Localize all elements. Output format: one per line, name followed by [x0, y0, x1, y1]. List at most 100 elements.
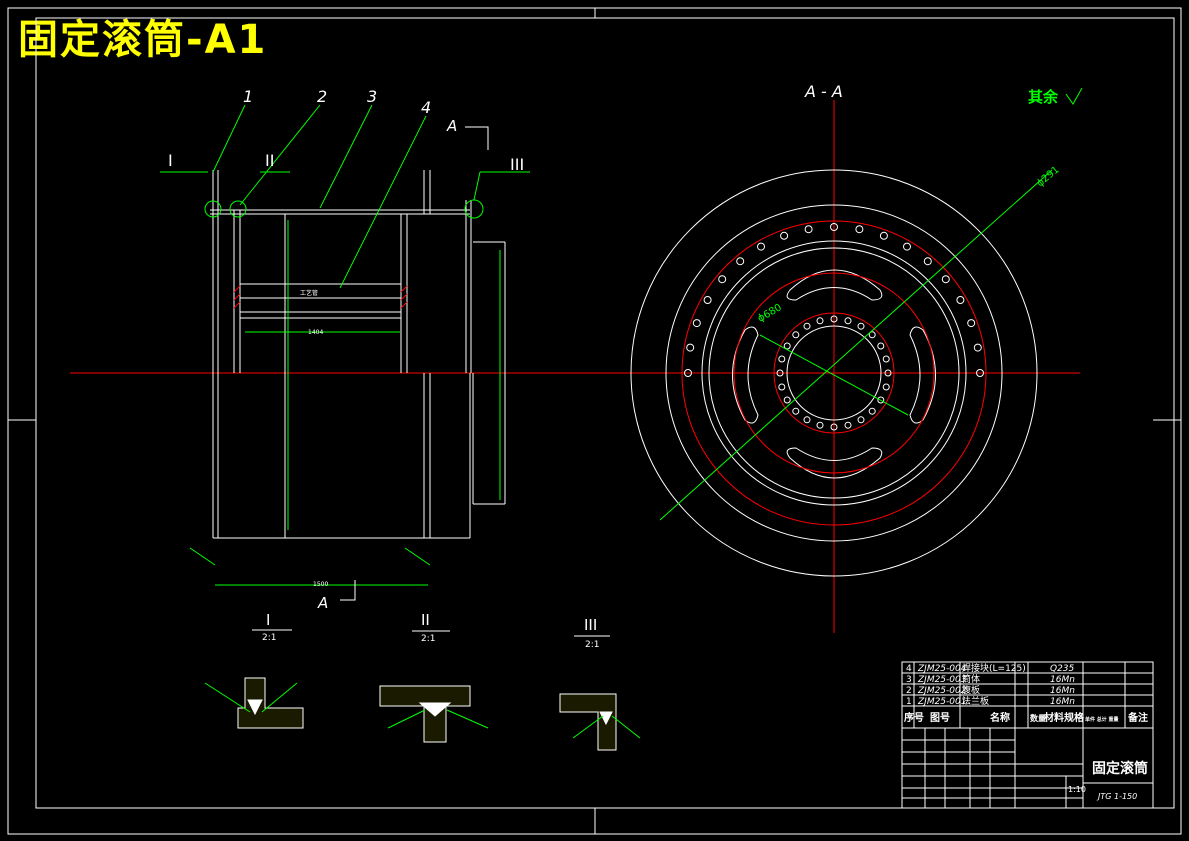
bom-row-code: ZJM25-001 — [917, 697, 966, 707]
end-view — [630, 169, 1038, 577]
bom-row-no: 3 — [906, 675, 912, 685]
bolt-hole — [703, 296, 712, 304]
bolt-hole — [830, 223, 838, 231]
dimension-lines — [189, 220, 501, 586]
bolt-holes — [684, 223, 984, 431]
detail-3-drawing — [559, 693, 617, 751]
detail-2-scale: 2:1 — [421, 634, 435, 644]
dim-1404: 1404 — [308, 329, 323, 336]
bolt-hole — [692, 319, 701, 328]
bolt-hole — [956, 296, 965, 304]
detail-2-drawing — [379, 685, 471, 743]
bom-row-no: 4 — [906, 664, 912, 674]
detail-markers — [204, 199, 484, 219]
bolt-hole — [903, 242, 911, 251]
bolt-hole — [868, 331, 876, 339]
detail-3-scale: 2:1 — [585, 640, 599, 650]
detail-callouts: I II III — [168, 151, 524, 174]
bolt-hole — [967, 319, 976, 328]
detail-callout-1: I — [168, 151, 173, 170]
detail-1-id: I — [266, 611, 270, 629]
bolt-hole — [884, 369, 892, 377]
bom-row-code: ZJM25-004 — [917, 664, 967, 674]
bolt-hole — [736, 257, 745, 266]
bolt-hole — [857, 416, 865, 424]
bolt-hole — [882, 355, 890, 363]
detail-1-drawing — [237, 677, 304, 729]
dim-291: ϕ291 — [1035, 164, 1062, 189]
bolt-hole — [882, 383, 890, 391]
detail-leaders — [204, 682, 641, 739]
bolt-hole — [941, 275, 950, 284]
bom-row-material: 16Mn — [1050, 686, 1075, 696]
part-leaders — [160, 104, 530, 289]
bom-row-name: 腹板 — [962, 684, 980, 696]
bom-headers: 序号 图号 名称 数量 材料规格 单件 总计 重量 备注 — [904, 711, 1148, 724]
bolt-hole — [804, 225, 813, 234]
bolt-hole — [776, 369, 784, 377]
section-mark-bottom: A — [317, 594, 328, 612]
title-block — [901, 661, 1154, 809]
bom-row-code: ZJM25-003 — [917, 675, 967, 685]
bolt-hole — [803, 416, 811, 424]
detail-1-scale: 2:1 — [262, 633, 276, 643]
bolt-hole — [976, 369, 984, 377]
bolt-hole — [868, 407, 876, 415]
bolt-hole — [923, 257, 932, 266]
bom-row-name: 筒体 — [962, 673, 980, 685]
bolt-hole — [855, 225, 864, 234]
bom-header-material: 材料规格 — [1044, 711, 1085, 724]
detail-2-id: II — [421, 611, 430, 629]
diameter-leaders — [659, 169, 1053, 521]
bom-header-no: 序号 — [904, 711, 924, 724]
bolt-hole — [877, 396, 885, 404]
bolt-hole — [816, 317, 824, 325]
bom-row-name: 法兰板 — [962, 695, 989, 707]
callout-2: 2 — [317, 87, 327, 106]
bom-header-name: 名称 — [990, 711, 1010, 724]
drawing-name: 固定滚筒 — [1092, 760, 1148, 777]
bolt-hole — [973, 343, 982, 352]
detail-3-id: III — [584, 616, 597, 634]
end-view-red — [681, 220, 987, 526]
bom-row-material: 16Mn — [1050, 675, 1075, 685]
bolt-hole — [877, 342, 885, 350]
bolt-hole — [792, 407, 800, 415]
bolt-hole — [778, 355, 786, 363]
dim-1500: 1500 — [313, 581, 328, 588]
drawing-scale: 1:10 — [1068, 785, 1086, 794]
longitudinal-section — [210, 170, 506, 539]
bom-row-code: ZJM25-002 — [917, 686, 967, 696]
detail-callout-2: II — [265, 151, 274, 170]
detail-view-underlines — [252, 629, 610, 637]
bolt-hole — [686, 343, 695, 352]
bom-row-no: 2 — [906, 686, 912, 696]
bolt-hole — [684, 369, 692, 377]
bom-header-qty: 数量 — [1030, 713, 1046, 723]
bolt-hole — [830, 315, 838, 323]
bolt-hole — [778, 383, 786, 391]
section-hatch-left — [233, 285, 408, 309]
detail-callout-3: III — [510, 155, 524, 174]
bolt-hole — [718, 275, 727, 284]
bolt-hole — [803, 322, 811, 330]
detail-view-labels: I 2:1 II 2:1 III 2:1 — [262, 611, 599, 650]
bolt-hole — [792, 331, 800, 339]
bom-header-code: 图号 — [930, 712, 950, 724]
bom-row-no: 1 — [906, 697, 912, 707]
section-view-label: A - A — [804, 82, 843, 101]
roughness-symbol — [1065, 87, 1083, 105]
bolt-hole — [844, 421, 852, 429]
drawing-border — [7, 7, 1182, 835]
bolt-hole — [780, 231, 789, 240]
bom-row-material: Q235 — [1050, 664, 1075, 674]
bom-row-material: 16Mn — [1050, 697, 1075, 707]
callout-4: 4 — [421, 98, 431, 117]
bolt-hole — [816, 421, 824, 429]
inner-label: 工艺管 — [300, 289, 318, 297]
callout-1: 1 — [243, 87, 253, 106]
bolt-hole — [830, 423, 838, 431]
callout-numbers: 1 2 3 4 — [243, 87, 431, 117]
